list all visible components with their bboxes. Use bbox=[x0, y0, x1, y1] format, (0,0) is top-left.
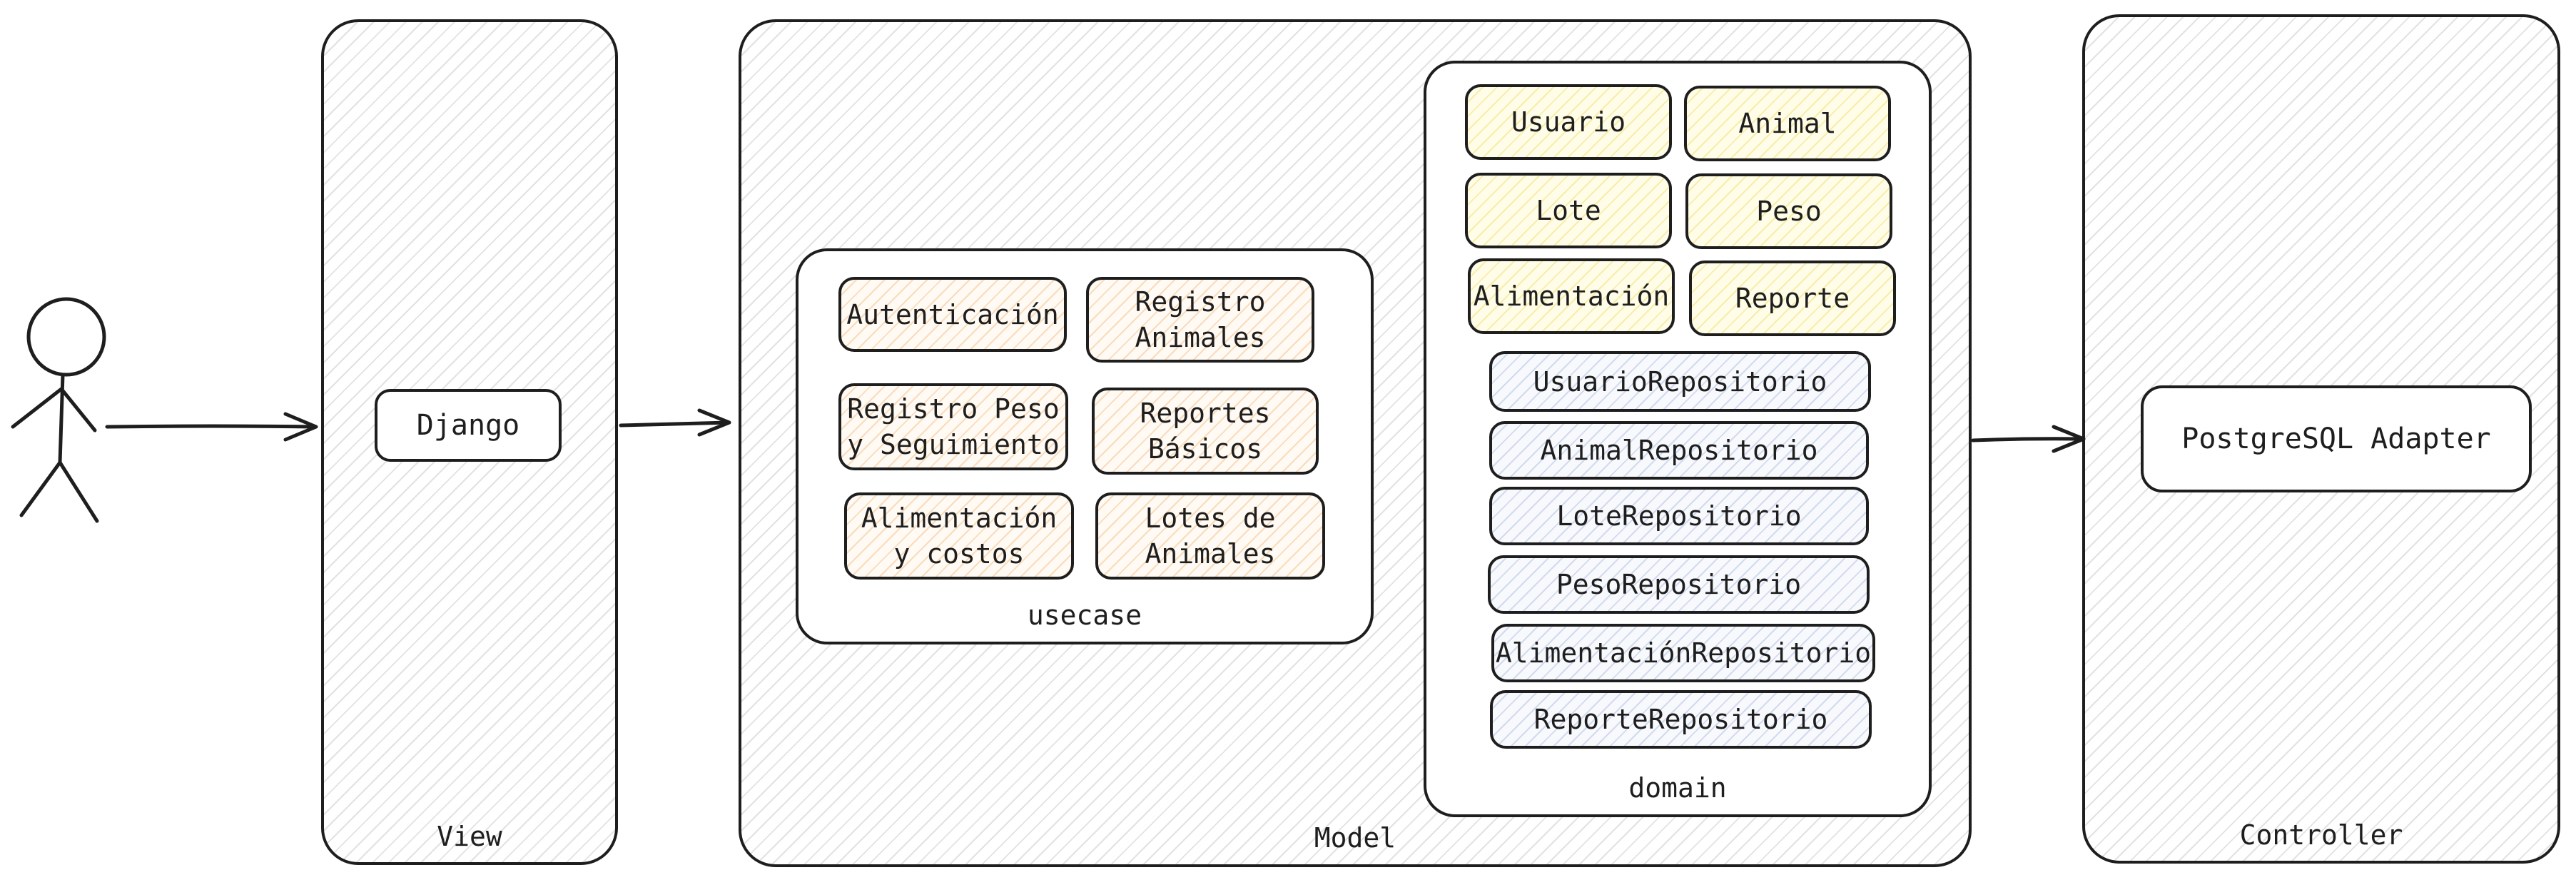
usecase-lotes-animales: Lotes de Animales bbox=[1095, 492, 1325, 580]
controller-label: Controller bbox=[2239, 819, 2403, 851]
repo-lote: LoteRepositorio bbox=[1489, 487, 1869, 545]
repo-alimentacion: AlimentaciónRepositorio bbox=[1491, 624, 1875, 682]
actor-arms bbox=[11, 387, 97, 433]
actor-icon bbox=[11, 297, 106, 523]
repo-usuario: UsuarioRepositorio bbox=[1489, 351, 1871, 412]
usecase-registro-animales: Registro Animales bbox=[1086, 277, 1314, 363]
arrow-view-to-model bbox=[619, 408, 731, 437]
postgresql-adapter-node: PostgreSQL Adapter bbox=[2141, 385, 2532, 492]
entity-usuario: Usuario bbox=[1465, 84, 1672, 160]
usecase-registro-peso: Registro Peso y Seguimiento bbox=[838, 383, 1068, 470]
usecase-alimentacion-costos: Alimentación y costos bbox=[844, 492, 1074, 580]
usecase-autenticacion: Autenticación bbox=[838, 277, 1067, 352]
domain-label: domain bbox=[1628, 772, 1727, 804]
entity-peso: Peso bbox=[1685, 173, 1892, 249]
arrow-actor-to-view bbox=[105, 412, 318, 442]
model-label: Model bbox=[1314, 822, 1396, 854]
actor-legs bbox=[19, 460, 99, 523]
view-label: View bbox=[437, 821, 502, 852]
entity-alimentacion: Alimentación bbox=[1468, 258, 1675, 334]
entity-reporte: Reporte bbox=[1689, 261, 1896, 336]
usecase-label: usecase bbox=[1027, 600, 1142, 631]
entity-animal: Animal bbox=[1684, 86, 1891, 161]
repo-peso: PesoRepositorio bbox=[1488, 555, 1870, 614]
repo-reporte: ReporteRepositorio bbox=[1490, 690, 1872, 749]
actor-head bbox=[26, 297, 106, 377]
arrow-model-to-controller bbox=[1971, 425, 2086, 453]
usecase-reportes-basicos: Reportes Básicos bbox=[1092, 388, 1319, 475]
django-node: Django bbox=[375, 389, 562, 462]
repo-animal: AnimalRepositorio bbox=[1489, 421, 1869, 480]
entity-lote: Lote bbox=[1465, 173, 1672, 248]
